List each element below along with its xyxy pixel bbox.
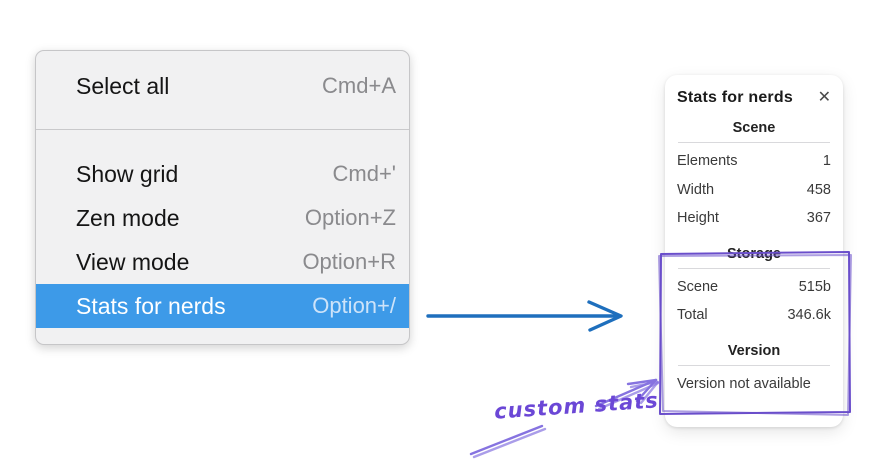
stat-row-total-size: Total 346.6k	[677, 301, 831, 330]
menu-item-shortcut: Option+/	[312, 293, 396, 318]
menu-item-label: Select all	[76, 72, 170, 99]
stat-value: 515b	[798, 278, 831, 295]
stat-value: 367	[806, 210, 831, 226]
section-divider	[678, 267, 830, 269]
context-menu: Select all Cmd+A Show grid Cmd+' Zen mod…	[35, 50, 410, 345]
stat-row-width: Width 458	[677, 176, 831, 205]
menu-item-label: Stats for nerds	[76, 292, 226, 319]
menu-item-label: View mode	[76, 248, 190, 275]
stat-value: 458	[806, 181, 831, 198]
section-heading-storage: Storage	[727, 245, 781, 262]
menu-item-shortcut: Option+R	[302, 249, 396, 274]
stat-label: Height	[677, 210, 719, 226]
menu-item-shortcut: Cmd+A	[322, 73, 396, 98]
menu-item-stats-for-nerds[interactable]: Stats for nerds Option+/	[36, 284, 409, 328]
stat-label: Elements	[677, 153, 738, 169]
menu-item-label: Zen mode	[76, 204, 180, 231]
annotation-label: custom stats	[493, 388, 660, 424]
menu-item-view-mode[interactable]: View mode Option+R	[36, 240, 409, 284]
menu-item-shortcut: Option+Z	[304, 205, 396, 230]
connector-arrow	[426, 300, 623, 332]
menu-item-show-grid[interactable]: Show grid Cmd+'	[36, 152, 409, 196]
section-heading-scene: Scene	[732, 120, 776, 136]
stat-row-elements: Elements 1	[677, 147, 831, 176]
stat-label: Scene	[677, 278, 719, 295]
stat-value: 1	[822, 153, 831, 169]
menu-separator	[36, 129, 409, 130]
stats-panel: Stats for nerds ✕ Scene Elements 1 Width…	[665, 75, 843, 427]
menu-item-select-all[interactable]: Select all Cmd+A	[36, 64, 409, 108]
stat-label: Total	[677, 307, 708, 323]
stat-row-height: Height 367	[677, 204, 831, 233]
menu-item-shortcut: Cmd+'	[332, 161, 397, 186]
section-divider	[678, 142, 830, 143]
close-icon[interactable]: ✕	[817, 89, 831, 106]
section-divider	[678, 364, 830, 366]
menu-item-zen-mode[interactable]: Zen mode Option+Z	[36, 196, 409, 240]
menu-item-label: Show grid	[76, 160, 179, 187]
stat-value: 346.6k	[787, 307, 831, 323]
version-status-text: Version not available	[677, 375, 811, 392]
stats-panel-title: Stats for nerds	[677, 89, 793, 106]
stat-label: Width	[677, 181, 715, 198]
section-heading-version: Version	[727, 342, 781, 359]
stat-row-scene-size: Scene 515b	[677, 273, 831, 302]
